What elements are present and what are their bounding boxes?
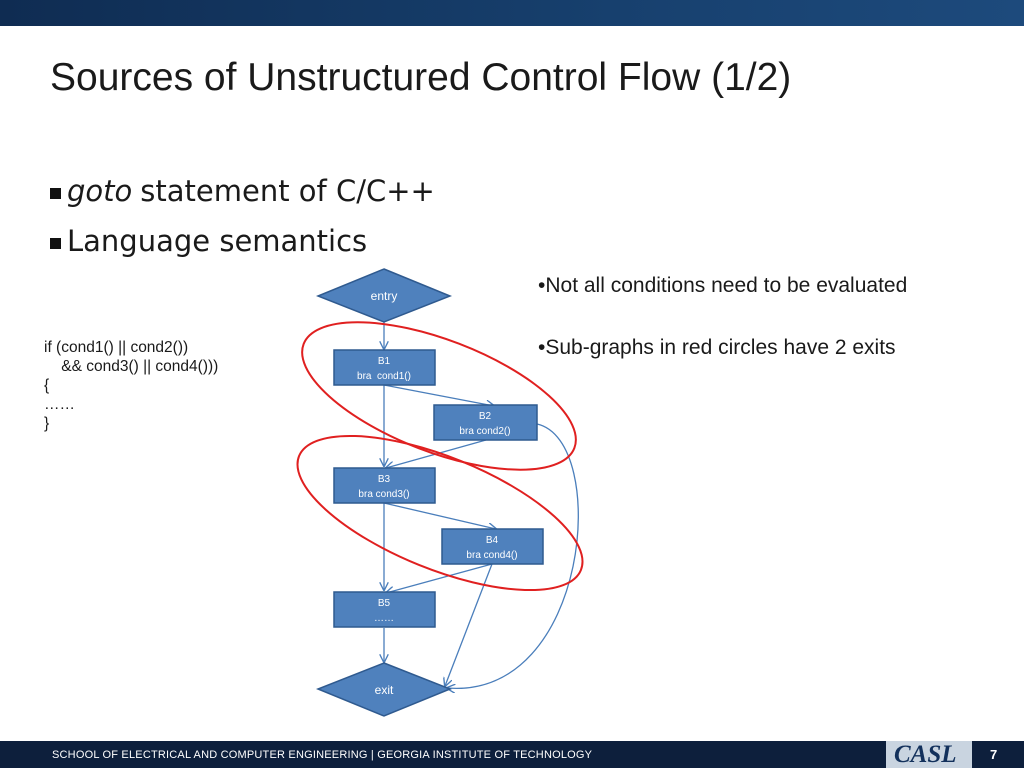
node-entry-label: entry (371, 289, 398, 303)
notes-list: •Not all conditions need to be evaluated… (538, 272, 907, 396)
edge-b3-b4 (383, 502, 496, 529)
edge-b1-b2 (383, 384, 494, 406)
bullet-square-icon (50, 187, 61, 199)
node-b2: B2 bra cond2() (433, 404, 538, 441)
code-line: if (cond1() || cond2()) (44, 339, 189, 356)
bullet-list: goto statement of C/C++ Language semanti… (50, 166, 435, 266)
node-b4-instr: bra cond4() (466, 550, 517, 561)
node-b1-id: B1 (378, 356, 391, 367)
node-entry: entry (315, 268, 453, 323)
node-exit: exit (315, 662, 453, 717)
code-line: } (44, 415, 50, 432)
edge-b4-b5 (386, 563, 493, 593)
casl-logo: CASL (886, 741, 972, 768)
note-conditions: •Not all conditions need to be evaluated (538, 274, 908, 297)
casl-logo-text: CASL (894, 741, 957, 768)
bullet-item-semantics: Language semantics (50, 216, 435, 266)
code-snippet: if (cond1() || cond2()) && cond3() || co… (44, 338, 218, 433)
code-line: …… (44, 396, 75, 413)
node-b2-instr: bra cond2() (459, 426, 510, 437)
node-b4-id: B4 (486, 535, 499, 546)
bullet-text: Language semantics (67, 224, 368, 258)
bullet-item-goto: goto statement of C/C++ (50, 166, 435, 216)
node-b3: B3 bra cond3() (333, 467, 436, 504)
subgraph-highlight-1 (301, 321, 577, 471)
node-b5: B5 …… (333, 591, 436, 628)
node-b2-id: B2 (479, 411, 492, 422)
node-b4: B4 bra cond4() (441, 528, 544, 565)
page-number: 7 (990, 747, 998, 762)
bullet-text: statement of C/C++ (140, 174, 435, 208)
node-b1-instr: bra cond1() (357, 371, 411, 382)
slide-title: Sources of Unstructured Control Flow (1/… (50, 56, 792, 99)
subgraph-highlight-2 (296, 434, 584, 592)
edge-b2-exit (447, 423, 579, 688)
node-b3-id: B3 (378, 474, 391, 485)
top-bar (0, 0, 1024, 26)
footer-bar: SCHOOL OF ELECTRICAL AND COMPUTER ENGINE… (0, 741, 1024, 768)
code-line: && cond3() || cond4())) (44, 358, 219, 375)
bullet-square-icon (50, 237, 61, 249)
node-exit-label: exit (375, 683, 394, 697)
node-b5-id: B5 (378, 598, 391, 609)
footer-institution: SCHOOL OF ELECTRICAL AND COMPUTER ENGINE… (52, 749, 593, 761)
node-b1: B1 bra cond1() (333, 349, 436, 386)
node-b3-instr: bra cond3() (358, 489, 409, 500)
bullet-emphasis: goto (67, 174, 133, 208)
note-subgraphs: •Sub-graphs in red circles have 2 exits (538, 336, 896, 359)
code-line: { (44, 377, 50, 394)
node-b5-instr: …… (374, 613, 394, 624)
